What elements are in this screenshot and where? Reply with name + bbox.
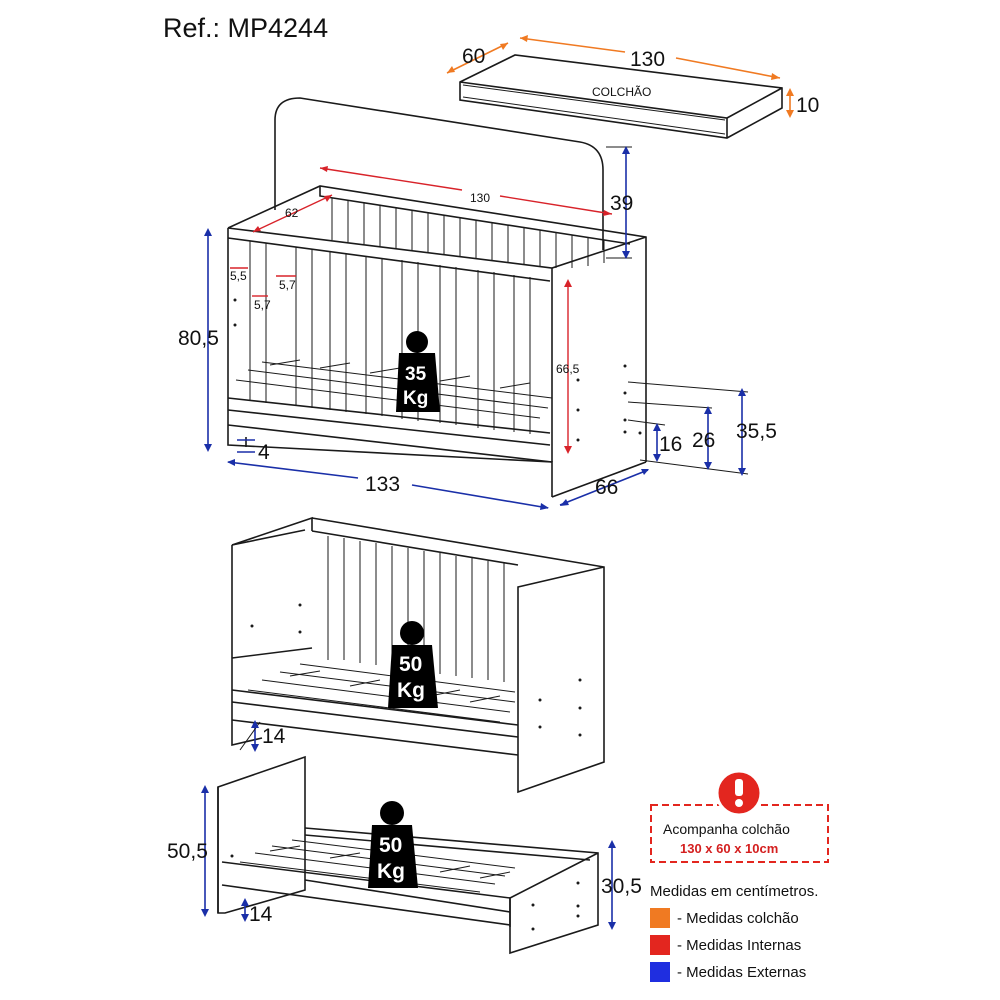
- legend-title: Medidas em centímetros.: [650, 883, 818, 900]
- legend-item-mattress: - Medidas colchão: [677, 910, 799, 927]
- minibed-footboard-height-label: 30,5: [601, 875, 642, 898]
- crib-slat-gap-a-label: 5,5: [230, 269, 247, 283]
- crib-inner-length-label: 130: [470, 191, 490, 205]
- legend-item-internal: - Medidas Internas: [677, 937, 801, 954]
- legend-swatch-external: [650, 962, 670, 982]
- crib-total-height-label: 80,5: [178, 327, 219, 350]
- toddler-clearance-label: 14: [262, 725, 286, 748]
- legend: Medidas em centímetros. - Medidas colchã…: [650, 883, 818, 982]
- toddler-weight-number: 50: [399, 653, 422, 676]
- toddler-bed-drawing: 50 Kg: [231, 516, 605, 794]
- crib-base-level-3-label: 35,5: [736, 420, 777, 443]
- legend-swatch-internal: [650, 935, 670, 955]
- crib-headboard-height-label: 39: [610, 192, 633, 215]
- mattress-width-label: 60: [462, 45, 485, 68]
- legend-swatch-mattress: [650, 908, 670, 928]
- crib-slat-gap-c-label: 5,7: [279, 278, 296, 292]
- mini-bed-dimensions: 50,5 30,5 14: [167, 785, 642, 930]
- crib-outer-length-label: 133: [365, 473, 400, 496]
- minibed-headboard-height-label: 50,5: [167, 840, 208, 863]
- notice-line-2: 130 x 60 x 10cm: [680, 841, 778, 856]
- mini-bed-drawing: 50 Kg: [217, 755, 599, 955]
- mattress-drawing: COLCHÃO: [459, 54, 783, 139]
- crib-weight-number: 35: [405, 364, 427, 385]
- crib-dimensions: 130 62 39 80,5 5,5 5,7 5,7 66,5 4: [178, 146, 777, 510]
- mattress-length-label: 130: [630, 48, 665, 71]
- weight-icon: 50 Kg: [368, 801, 418, 888]
- weight-icon: 50 Kg: [388, 621, 438, 708]
- minibed-clearance-label: 14: [249, 903, 273, 926]
- crib-outer-width-label: 66: [595, 476, 618, 499]
- reference-title: Ref.: MP4244: [163, 13, 328, 43]
- legend-item-external: - Medidas Externas: [677, 964, 806, 981]
- notice-line-1: Acompanha colchão: [663, 821, 790, 837]
- weight-icon: 35 Kg: [396, 331, 440, 412]
- mattress-height-label: 10: [796, 94, 819, 117]
- toddler-weight-unit: Kg: [397, 679, 425, 702]
- crib-weight-unit: Kg: [403, 388, 428, 409]
- crib-inner-height-label: 66,5: [556, 362, 580, 376]
- mattress-dimensions: 60 130 10: [446, 35, 819, 118]
- mattress-included-notice: Acompanha colchão 130 x 60 x 10cm: [650, 769, 829, 863]
- crib-base-level-1-label: 16: [659, 433, 682, 456]
- minibed-weight-unit: Kg: [377, 860, 405, 883]
- crib-drawing: 35 Kg: [227, 97, 647, 498]
- crib-inner-width-label: 62: [285, 206, 299, 220]
- mattress-label: COLCHÃO: [592, 85, 651, 99]
- minibed-weight-number: 50: [379, 834, 402, 857]
- crib-slat-gap-b-label: 5,7: [254, 298, 271, 312]
- crib-leg-height-label: 4: [258, 441, 270, 464]
- toddler-bed-dimensions: 14: [239, 720, 286, 752]
- crib-base-level-2-label: 26: [692, 429, 715, 452]
